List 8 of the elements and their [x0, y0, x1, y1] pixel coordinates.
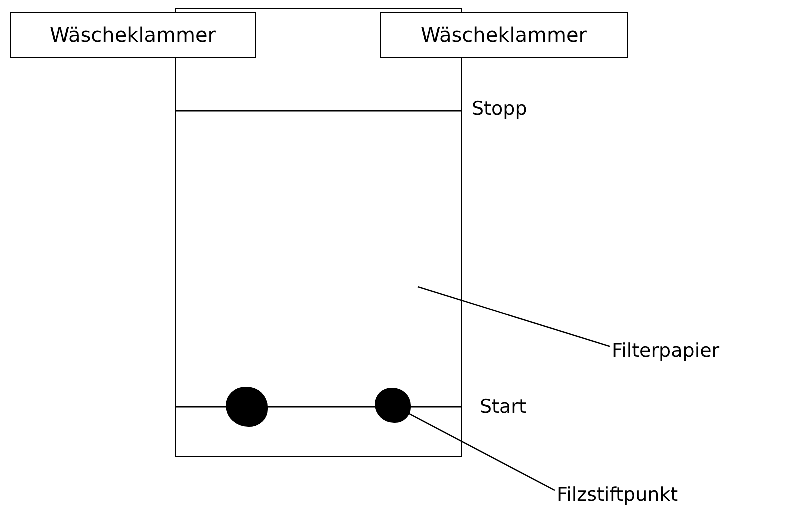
clothespin-box: Wäscheklammer	[10, 12, 256, 58]
leader-line	[418, 286, 610, 348]
clothespin-box: Wäscheklammer	[380, 12, 628, 58]
stop-label: Stopp	[472, 98, 528, 121]
start-label: Start	[480, 396, 526, 419]
callout-label: Filterpapier	[612, 340, 720, 362]
callout-label: Filzstiftpunkt	[557, 484, 678, 506]
leader-line	[408, 413, 556, 492]
